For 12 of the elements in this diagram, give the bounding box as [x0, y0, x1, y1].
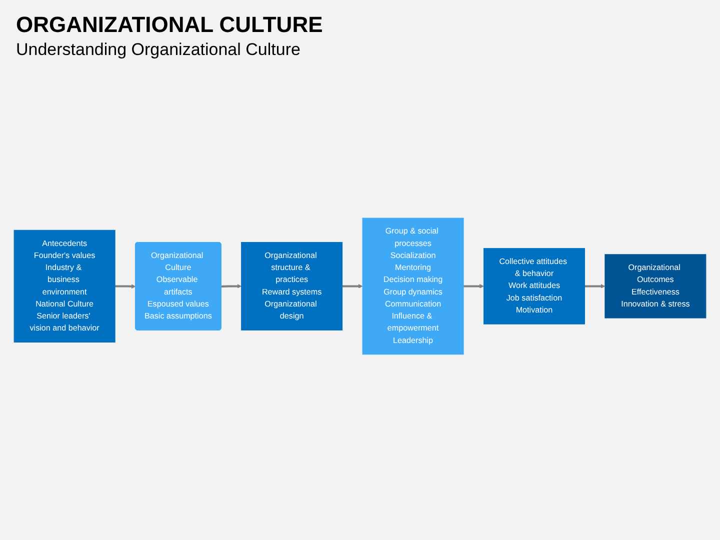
arrow — [115, 284, 136, 288]
arrow — [584, 284, 606, 288]
arrow — [342, 284, 363, 288]
node-box: Group & social processes Socialization Mentoring Decision making Group dynamics Communication Influence & empowerment Leadership — [362, 218, 464, 354]
arrow — [221, 284, 242, 288]
node-box: Organizational structure & practices Reward systems Organizational design — [241, 242, 343, 330]
title: ORGANIZATIONAL CULTURE — [16, 12, 324, 38]
node-box: Organizational Outcomes Effectiveness Innovation & stress — [604, 254, 706, 318]
node-box: Antecedents Founder's values Industry & business environment National Culture Senior leaders' vision and behavior — [14, 230, 116, 342]
subtitle: Understanding Organizational Culture — [16, 40, 302, 60]
arrow — [464, 284, 484, 288]
node-box: Collective attitudes & behavior Work attitudes Job satisfaction Motivation — [483, 248, 585, 324]
